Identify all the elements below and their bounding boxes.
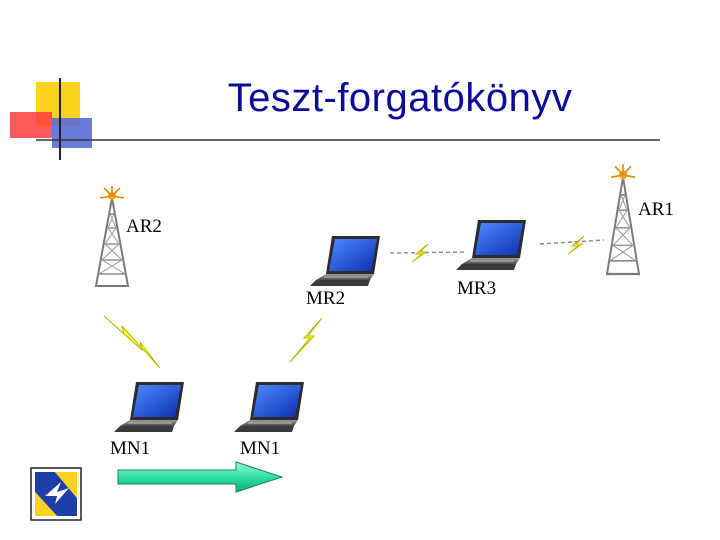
laptop-icon <box>455 219 527 271</box>
lightning-bolt-icon <box>567 235 585 255</box>
lightning-bolt-icon <box>103 315 161 369</box>
laptop-icon <box>113 381 185 433</box>
link-mr3-ar1 <box>539 239 605 245</box>
wireless-links <box>389 239 605 254</box>
laptop-mn1-start <box>113 381 185 433</box>
tower-ar2 <box>95 185 129 287</box>
link-mr2-mr3 <box>389 251 467 254</box>
deco-blue-square <box>52 118 92 148</box>
antenna-tower-icon <box>605 162 641 276</box>
laptop-mn1-end <box>233 381 305 433</box>
movement-arrow <box>117 461 284 493</box>
label-mr2: MR2 <box>306 288 346 309</box>
arrow-right-icon <box>117 461 284 493</box>
logo-yellow-shape <box>55 472 77 498</box>
title-decoration <box>10 78 660 160</box>
laptop-icon <box>309 235 381 287</box>
laptop-icon <box>233 381 305 433</box>
antenna-tower-icon <box>95 185 129 287</box>
logo-yellow-shape-2 <box>35 492 57 516</box>
logo-white-bird <box>45 482 69 504</box>
tower-ar1 <box>605 162 641 276</box>
deco-red-square <box>10 112 52 138</box>
lightning-bolt-icon <box>411 243 429 263</box>
page-title: Teszt-forgatókönyv <box>227 76 573 120</box>
label-mr3: MR3 <box>457 278 497 299</box>
laptop-mr3 <box>455 219 527 271</box>
laptop-mr2 <box>309 235 381 287</box>
logo <box>30 467 82 521</box>
label-ar1: AR1 <box>638 199 674 220</box>
label-mn1-end: MN1 <box>240 438 281 459</box>
label-ar2: AR2 <box>126 216 162 237</box>
label-mn1-start: MN1 <box>110 438 151 459</box>
lightning-bolts <box>103 235 585 369</box>
lightning-bolt-icon <box>289 317 323 363</box>
